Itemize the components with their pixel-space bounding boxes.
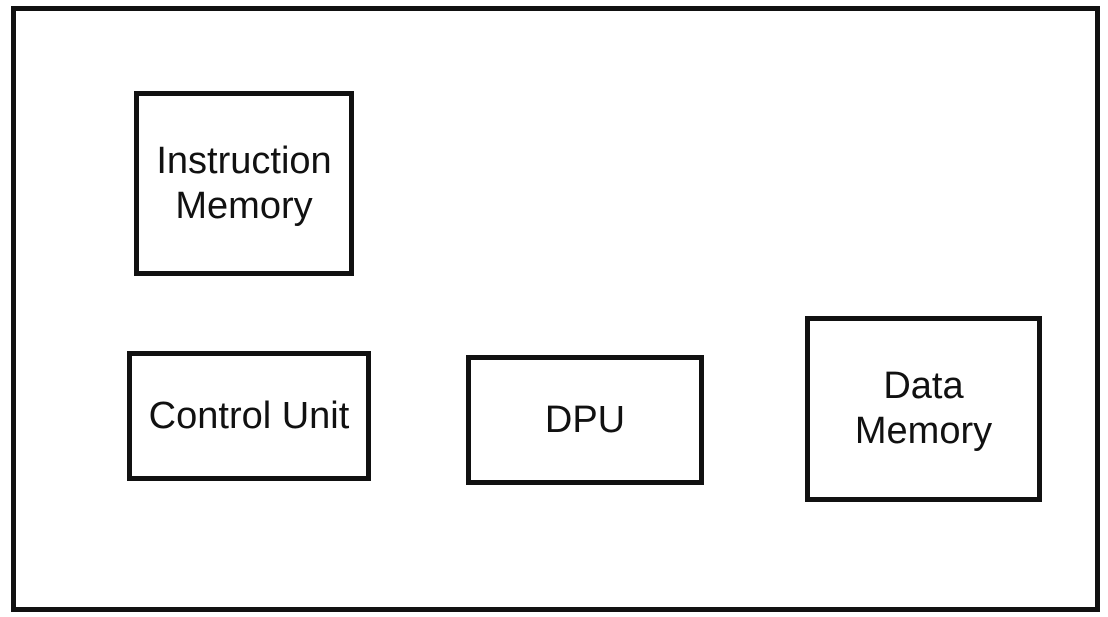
data-memory-block: Data Memory	[805, 316, 1042, 502]
control-unit-label: Control Unit	[148, 394, 350, 437]
instruction-memory-block: Instruction Memory	[134, 91, 354, 276]
system-boundary	[11, 6, 1100, 612]
data-memory-label: Data Memory	[854, 365, 993, 452]
dpu-label: DPU	[544, 398, 626, 441]
control-unit-block: Control Unit	[127, 351, 371, 481]
dpu-block: DPU	[466, 355, 704, 485]
instruction-memory-label: Instruction Memory	[156, 139, 332, 227]
